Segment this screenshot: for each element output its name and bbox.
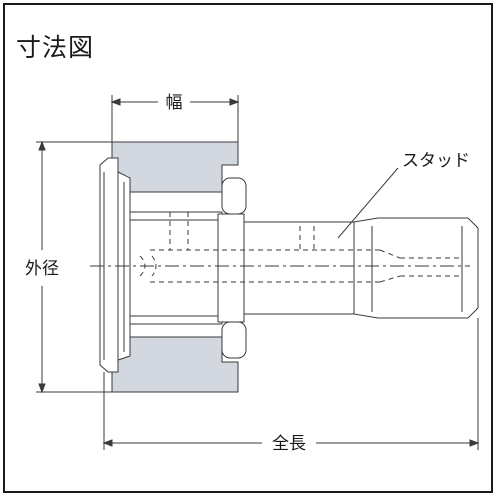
outer-diameter-label: 外径 xyxy=(25,259,59,279)
overall-length-dimension xyxy=(102,318,480,450)
width-dimension xyxy=(110,95,240,142)
width-label: 幅 xyxy=(166,93,183,113)
overall-length-label: 全長 xyxy=(272,434,306,454)
stud-label: スタッド xyxy=(402,151,470,171)
drawing-title: 寸法図 xyxy=(16,33,95,62)
side-plate xyxy=(217,177,247,359)
hidden-lines xyxy=(139,212,460,283)
flange-head xyxy=(99,157,131,373)
outer-ring xyxy=(111,141,239,393)
outer-diameter-dimension xyxy=(36,140,112,394)
stud-leader-line xyxy=(337,167,399,239)
stud-shaft xyxy=(243,217,479,319)
inner-body xyxy=(129,211,223,325)
